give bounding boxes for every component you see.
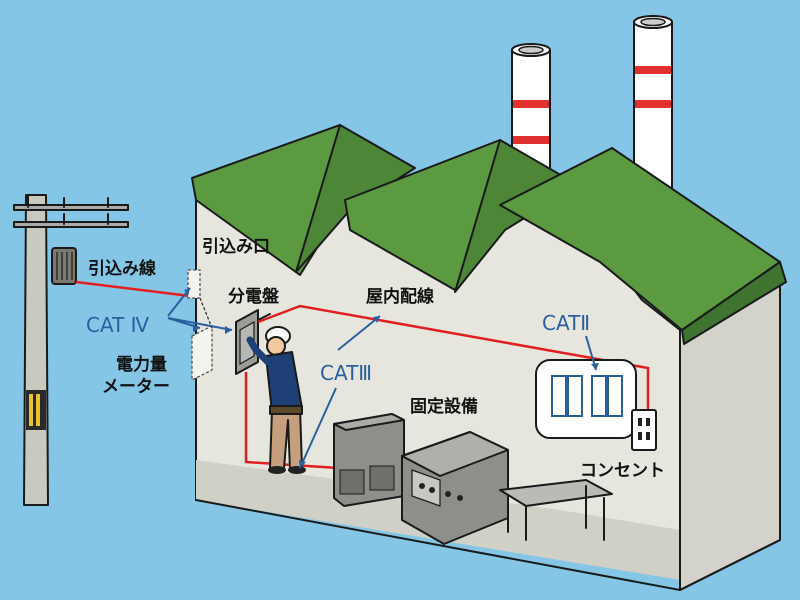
- transformer-icon: [551, 375, 583, 417]
- pole-transformer: [51, 247, 77, 285]
- chimney-left: [511, 43, 551, 211]
- machine-unit: [401, 431, 509, 545]
- watt-hour-meter: [191, 297, 213, 382]
- workbench: [499, 479, 613, 541]
- cat2-transformer-bubble: [535, 359, 637, 439]
- watt-meter-label-line1: 電力量: [116, 354, 167, 375]
- cat2-label: CATⅡ: [542, 311, 590, 335]
- transformer-icon: [591, 375, 623, 417]
- wall-outlet: [631, 409, 657, 451]
- cat3-label: CATⅢ: [320, 361, 372, 385]
- service-entrance-label: 引込み口: [202, 237, 270, 257]
- factory-building: [191, 124, 787, 591]
- worker-figure: [246, 326, 306, 474]
- control-cabinet: [333, 413, 405, 507]
- outlet-label: コンセント: [580, 461, 665, 481]
- distribution-board-label: 分電盤: [228, 286, 280, 307]
- cat4-arrow-panel: [167, 317, 233, 331]
- indoor-wiring-down: [244, 372, 339, 470]
- watt-meter-label-line2: メーター: [102, 377, 170, 397]
- sawtooth-roof: [191, 124, 787, 345]
- utility-pole: [13, 194, 129, 506]
- arrow-heads: [184, 288, 599, 468]
- distribution-panel: [235, 309, 271, 375]
- service-drop-wire: [75, 280, 191, 298]
- indoor-wiring-label: 屋内配線: [366, 286, 434, 307]
- fixed-equipment-label: 固定設備: [410, 396, 478, 417]
- service-drop-label: 引込み線: [88, 258, 156, 279]
- cat3-arrow-top: [337, 315, 381, 351]
- cat4-label: CAT Ⅳ: [86, 313, 150, 337]
- indoor-wiring-top: [257, 304, 650, 412]
- cat3-arrow-bottom: [299, 387, 337, 469]
- service-entrance-box: [187, 269, 201, 299]
